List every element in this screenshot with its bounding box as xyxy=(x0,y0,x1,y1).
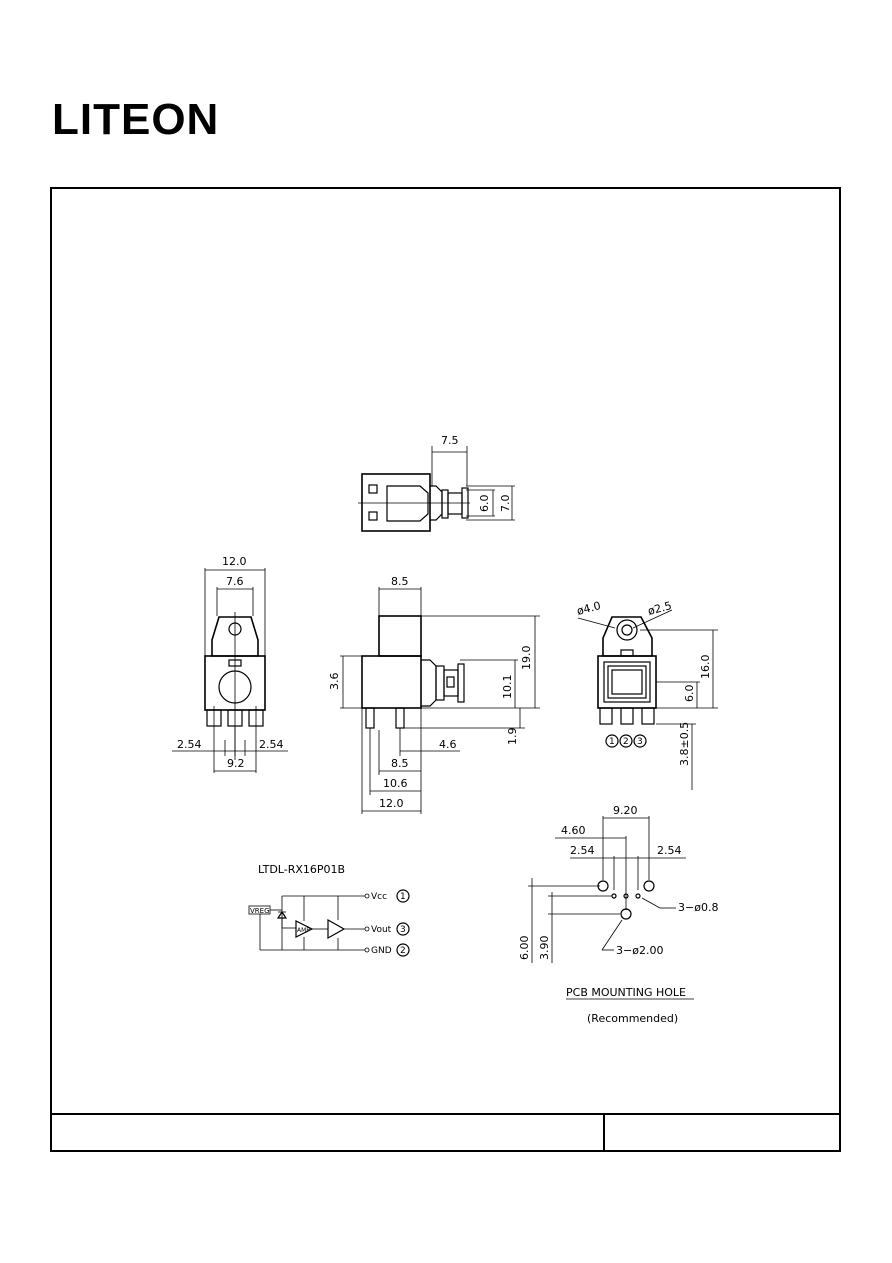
front-dim-pitch-right: 2.54 xyxy=(259,738,284,751)
rear-pin-2: 2 xyxy=(623,737,629,747)
top-dim-h1: 6.0 xyxy=(478,495,491,513)
pcb-dim-span: 9.20 xyxy=(613,804,638,817)
liteon-logo: LITEON xyxy=(52,95,220,144)
schematic-pin-gnd-label: GND xyxy=(371,946,392,956)
rear-dim-h1: 16.0 xyxy=(699,655,712,680)
footer-cell-divider xyxy=(603,1113,605,1152)
pcb-dim-v1: 6.00 xyxy=(518,936,531,961)
rear-dim-d2: ø2.5 xyxy=(646,599,673,618)
side-dim-b1: 4.6 xyxy=(439,738,457,751)
schematic: LTDL-RX16P01B VREG AMP Vcc Vout GND 1 3 … xyxy=(248,863,410,957)
side-dim-h1: 10.1 xyxy=(501,675,514,700)
side-view: 8.5 10.1 19.0 3.6 1.9 4.6 8.5 xyxy=(328,575,540,814)
rear-pin-1: 1 xyxy=(609,737,615,747)
front-dim-span: 9.2 xyxy=(227,757,245,770)
schematic-pin-vcc-num: 1 xyxy=(400,892,406,902)
side-dim-b2: 8.5 xyxy=(391,757,409,770)
schematic-part-number: LTDL-RX16P01B xyxy=(258,863,345,876)
front-view: 12.0 7.6 2.54 2.54 9.2 xyxy=(172,555,288,773)
rear-pin-3: 3 xyxy=(637,737,643,747)
pcb-mounting-hole: 9.20 4.60 2.54 2.54 6.00 3.90 3−ø0.8 3−ø… xyxy=(518,804,718,1025)
side-dim-lead: 1.9 xyxy=(506,728,519,746)
pcb-dim-pitch-left: 2.54 xyxy=(570,844,595,857)
rear-dim-d1: ø4.0 xyxy=(575,599,602,618)
schematic-pin-vout-label: Vout xyxy=(371,925,392,935)
pcb-dim-v2: 3.90 xyxy=(538,936,551,961)
schematic-pin-vout-num: 3 xyxy=(400,925,406,935)
schematic-pin-gnd-num: 2 xyxy=(400,946,406,956)
pcb-title: PCB MOUNTING HOLE xyxy=(566,986,686,999)
rear-dim-h2: 6.0 xyxy=(683,685,696,703)
pcb-dim-pitch-right: 2.54 xyxy=(657,844,682,857)
top-view: 7.5 6.0 7.0 xyxy=(358,434,515,532)
top-dim-h2: 7.0 xyxy=(499,495,512,513)
side-dim-top: 8.5 xyxy=(391,575,409,588)
side-dim-b4: 12.0 xyxy=(379,797,404,810)
front-dim-inner: 7.6 xyxy=(226,575,244,588)
rear-view: ø4.0 ø2.5 16.0 6.0 3.8±0.5 1 2 3 xyxy=(575,599,718,790)
rear-dim-pin: 3.8±0.5 xyxy=(678,722,691,766)
schematic-pin-vcc-label: Vcc xyxy=(371,892,387,902)
schematic-vreg: VREG xyxy=(250,907,270,915)
pcb-subtitle: (Recommended) xyxy=(587,1012,678,1025)
top-dim-width: 7.5 xyxy=(441,434,459,447)
pcb-dim-big-holes: 3−ø2.00 xyxy=(616,944,663,957)
footer-divider xyxy=(50,1113,841,1115)
schematic-amp: AMP xyxy=(297,927,310,934)
pcb-dim-small-holes: 3−ø0.8 xyxy=(678,901,718,914)
drawing-frame xyxy=(50,187,841,1152)
front-dim-top: 12.0 xyxy=(222,555,247,568)
side-dim-left: 3.6 xyxy=(328,673,341,691)
side-dim-b3: 10.6 xyxy=(383,777,408,790)
front-dim-pitch-left: 2.54 xyxy=(177,738,202,751)
pcb-dim-half: 4.60 xyxy=(561,824,586,837)
side-dim-h2: 19.0 xyxy=(520,646,533,671)
